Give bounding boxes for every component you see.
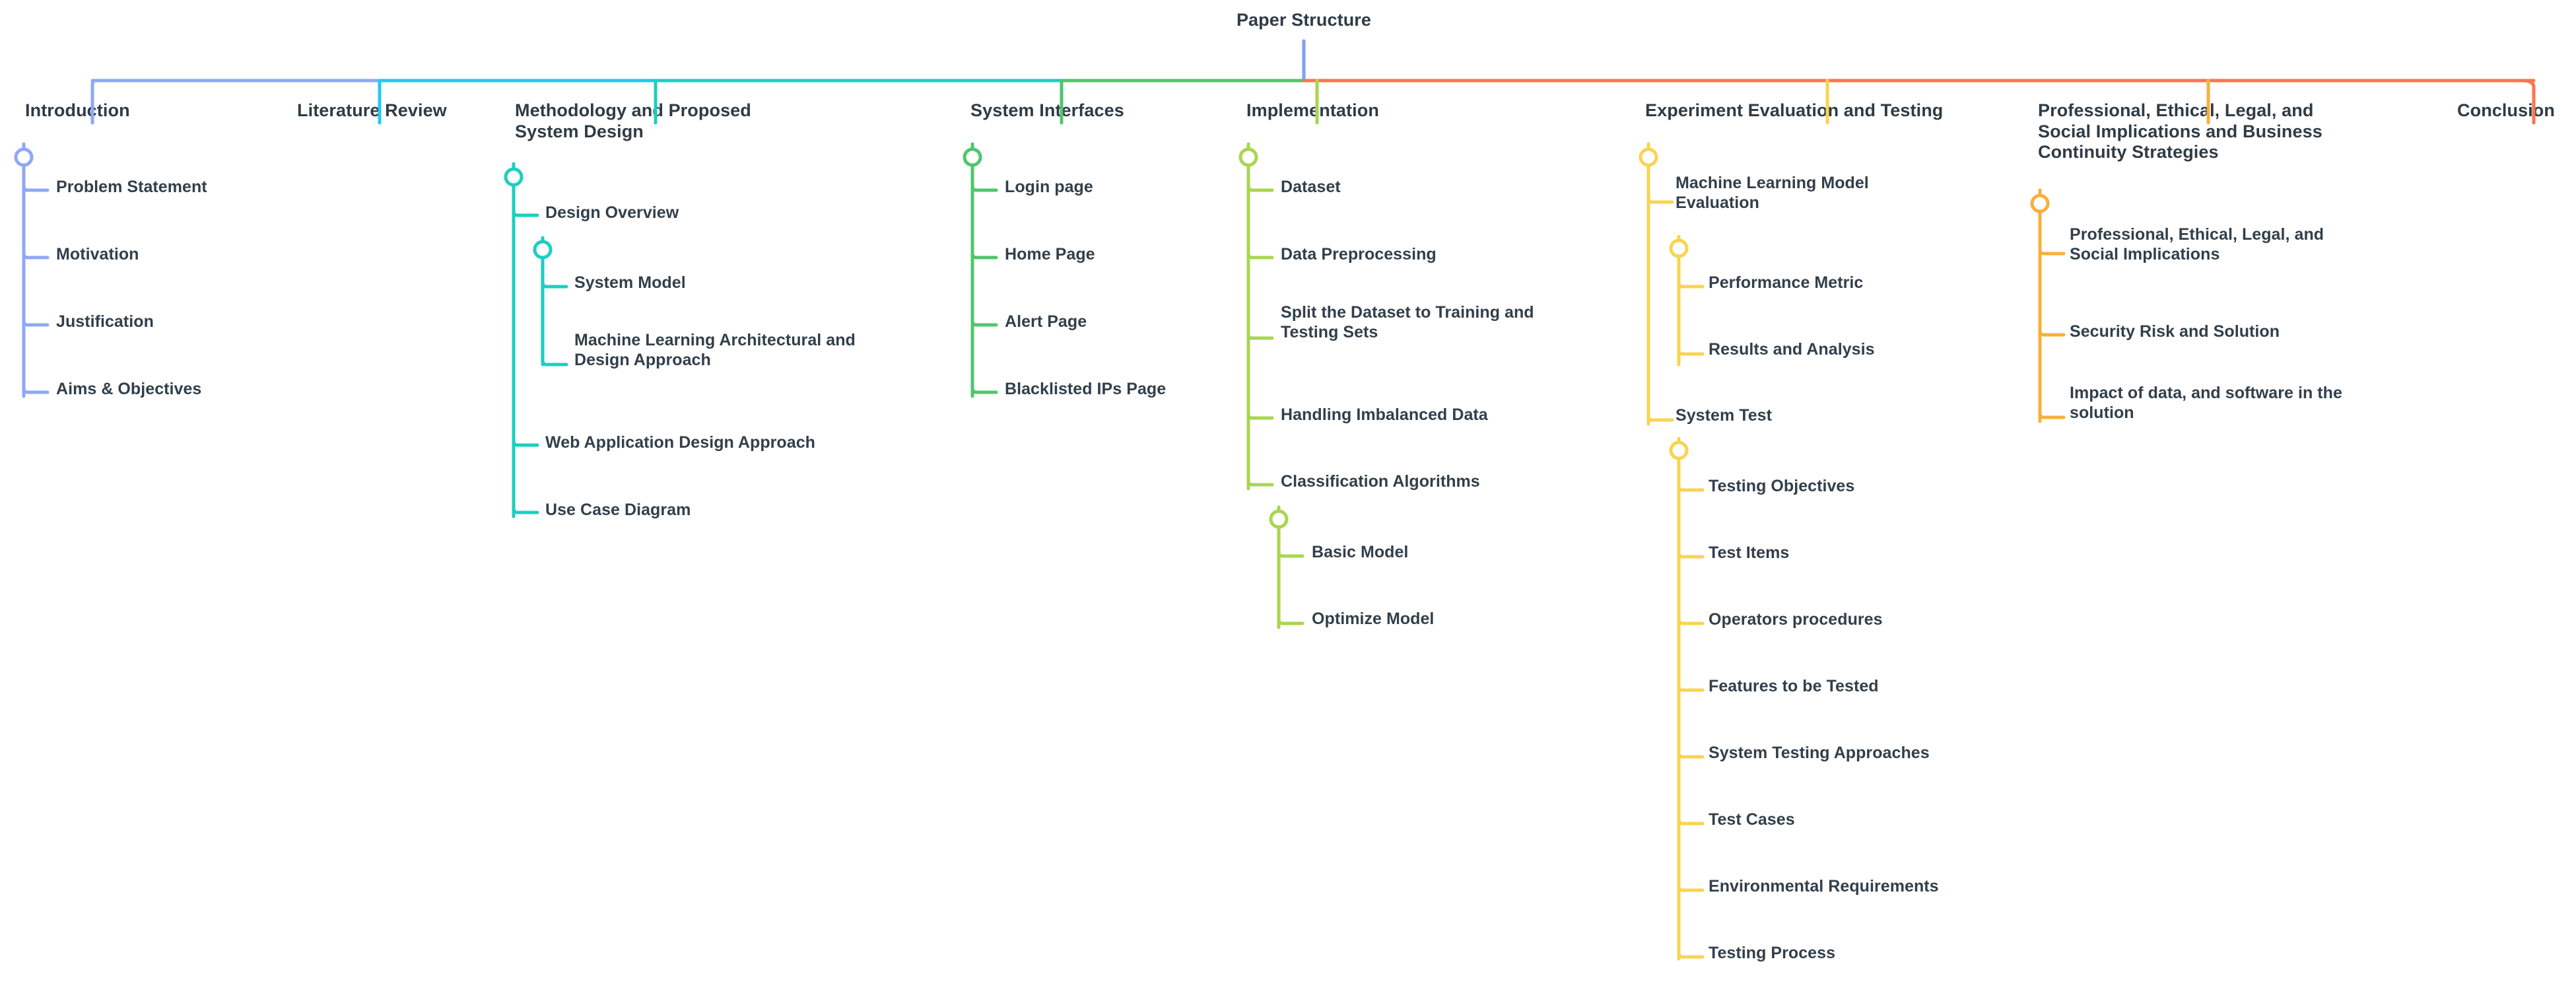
sysint-tick-2 (970, 312, 998, 327)
node-experiment-performance-metric[interactable]: Performance Metric (1709, 273, 1864, 292)
intro-tick-3 (22, 380, 50, 394)
methodology-node-dot (504, 167, 524, 187)
systest-tick-5 (1677, 811, 1705, 826)
node-introduction-justification[interactable]: Justification (56, 312, 154, 331)
systest-tick-1 (1677, 544, 1705, 559)
systest-tick-7 (1677, 944, 1705, 959)
node-system-interfaces-alert-page[interactable]: Alert Page (1005, 312, 1087, 331)
impl-tick-3 (1246, 405, 1274, 420)
branch-title-methodology[interactable]: Methodology and Proposed System Design (515, 100, 751, 141)
ml-eval-node-dot (1669, 238, 1689, 258)
node-experiment-features-to-be-tested[interactable]: Features to be Tested (1709, 677, 1879, 695)
classif-tick-1 (1277, 611, 1305, 625)
systest-tick-2 (1677, 611, 1705, 625)
methodology-tick-0 (512, 203, 539, 217)
methodology-tick-2 (512, 500, 539, 514)
classif-tick-0 (1277, 544, 1305, 558)
exp-tick-0 (1646, 190, 1674, 204)
node-implementation-classification-algorithms[interactable]: Classification Algorithms (1281, 472, 1480, 491)
design-overview-tick-0 (541, 274, 568, 289)
node-experiment-system-test[interactable]: System Test (1676, 406, 1772, 425)
intro-node-dot (14, 147, 34, 167)
node-methodology-ml-architectural-design-approach[interactable]: Machine Learning Architectural and Desig… (574, 331, 856, 369)
branch-title-literature-review[interactable]: Literature Review (297, 100, 447, 120)
sysint-tick-0 (970, 178, 998, 192)
node-system-interfaces-home-page[interactable]: Home Page (1005, 245, 1095, 264)
branch-title-system-interfaces[interactable]: System Interfaces (970, 100, 1124, 120)
node-professional-security-risk-and-solution[interactable]: Security Risk and Solution (2070, 322, 2280, 341)
design-overview-tick-1 (541, 352, 568, 367)
impl-tick-1 (1246, 245, 1274, 260)
node-methodology-system-model[interactable]: System Model (574, 273, 686, 292)
mleval-tick-0 (1677, 274, 1705, 289)
node-experiment-ml-model-evaluation[interactable]: Machine Learning Model Evaluation (1676, 174, 1869, 212)
node-system-interfaces-blacklisted-ips-page[interactable]: Blacklisted IPs Page (1005, 380, 1167, 398)
design-overview-node-dot (533, 240, 553, 260)
node-implementation-basic-model[interactable]: Basic Model (1312, 543, 1409, 561)
node-methodology-design-overview[interactable]: Design Overview (545, 203, 679, 222)
branch-title-implementation[interactable]: Implementation (1246, 100, 1379, 120)
experiment-node-dot (1639, 147, 1658, 167)
node-implementation-data-preprocessing[interactable]: Data Preprocessing (1281, 245, 1437, 264)
node-experiment-testing-process[interactable]: Testing Process (1709, 944, 1836, 962)
node-implementation-optimize-model[interactable]: Optimize Model (1312, 610, 1435, 628)
systest-tick-3 (1677, 678, 1705, 692)
mleval-tick-1 (1677, 341, 1705, 356)
systest-tick-4 (1677, 744, 1705, 759)
node-experiment-results-and-analysis[interactable]: Results and Analysis (1709, 340, 1875, 359)
exp-tick-1 (1646, 407, 1674, 422)
node-experiment-test-cases[interactable]: Test Cases (1709, 810, 1795, 829)
node-experiment-system-testing-approaches[interactable]: System Testing Approaches (1709, 744, 1930, 762)
system-test-node-dot (1669, 440, 1689, 460)
branch-title-conclusion[interactable]: Conclusion (2457, 100, 2555, 120)
branch-title-professional[interactable]: Professional, Ethical, Legal, and Social… (2038, 100, 2322, 162)
prof-tick-1 (2038, 322, 2066, 337)
node-introduction-motivation[interactable]: Motivation (56, 245, 139, 264)
systest-tick-0 (1677, 477, 1705, 492)
node-experiment-environmental-requirements[interactable]: Environmental Requirements (1709, 877, 1939, 896)
methodology-tick-1 (512, 433, 539, 447)
node-implementation-dataset[interactable]: Dataset (1281, 178, 1341, 196)
sysint-tick-3 (970, 380, 998, 394)
node-professional-impact-of-data-software[interactable]: Impact of data, and software in the solu… (2070, 384, 2342, 422)
root-title: Paper Structure (1236, 10, 1372, 30)
node-experiment-operators-procedures[interactable]: Operators procedures (1709, 610, 1883, 629)
intro-tick-2 (22, 312, 50, 327)
prof-tick-0 (2038, 241, 2066, 256)
implementation-node-dot (1238, 147, 1258, 167)
systest-tick-6 (1677, 878, 1705, 892)
intro-tick-0 (22, 178, 50, 192)
node-experiment-test-items[interactable]: Test Items (1709, 544, 1790, 562)
intro-tick-1 (22, 245, 50, 260)
branch-title-introduction[interactable]: Introduction (25, 100, 130, 120)
impl-tick-0 (1246, 178, 1274, 192)
node-methodology-use-case-diagram[interactable]: Use Case Diagram (545, 501, 691, 519)
node-introduction-problem-statement[interactable]: Problem Statement (56, 178, 207, 196)
node-experiment-testing-objectives[interactable]: Testing Objectives (1709, 477, 1855, 495)
node-implementation-handling-imbalanced-data[interactable]: Handling Imbalanced Data (1281, 405, 1488, 424)
node-system-interfaces-login-page[interactable]: Login page (1005, 178, 1093, 196)
professional-node-dot (2030, 193, 2050, 213)
impl-tick-4 (1246, 472, 1274, 487)
system-interfaces-node-dot (963, 147, 982, 167)
impl-tick-2 (1246, 326, 1274, 340)
branch-title-experiment[interactable]: Experiment Evaluation and Testing (1645, 100, 1944, 120)
node-introduction-aims-objectives[interactable]: Aims & Objectives (56, 380, 202, 398)
sysint-tick-1 (970, 245, 998, 260)
node-implementation-split-dataset[interactable]: Split the Dataset to Training and Testin… (1281, 303, 1534, 341)
node-professional-implications[interactable]: Professional, Ethical, Legal, and Social… (2070, 225, 2324, 264)
prof-tick-2 (2038, 405, 2066, 419)
node-methodology-web-application-design-approach[interactable]: Web Application Design Approach (545, 433, 815, 452)
classification-node-dot (1269, 509, 1289, 529)
